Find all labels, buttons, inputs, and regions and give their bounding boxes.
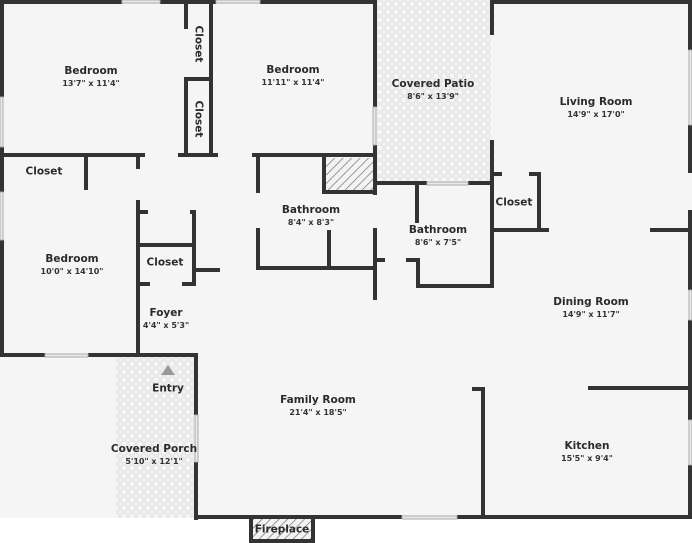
room-name: Closet: [495, 196, 533, 209]
room-name: Foyer: [149, 307, 183, 319]
room-name: Bedroom: [45, 253, 99, 265]
room-name: Living Room: [559, 96, 633, 108]
room-bedroom-3: Bedroom 10'0" x 14'10": [41, 253, 104, 277]
room-name: Fireplace: [254, 523, 310, 536]
room-bedroom-1: Bedroom 13'7" x 11'4": [62, 65, 119, 89]
room-dimensions: 5'10" x 12'1": [125, 457, 183, 466]
room-dimensions: 8'4" x 8'3": [287, 218, 335, 227]
entry-arrow-icon: [161, 365, 175, 375]
room-dimensions: 14'9" x 17'0": [567, 110, 625, 119]
room-dimensions: 14'9" x 11'7": [562, 310, 620, 319]
room-foyer: Foyer 4'4" x 5'3": [143, 307, 189, 331]
room-fireplace: Fireplace: [255, 524, 310, 537]
room-name: Covered Porch: [110, 443, 198, 455]
room-name: Entry: [152, 382, 184, 395]
room-dimensions: 13'7" x 11'4": [62, 79, 120, 88]
room-name: Closet: [192, 100, 205, 138]
room-kitchen: Kitchen 15'5" x 9'4": [561, 440, 613, 464]
room-name: Closet: [192, 25, 205, 63]
room-name: Bedroom: [266, 64, 320, 76]
room-entry: Entry: [152, 383, 184, 396]
room-living-room: Living Room 14'9" x 17'0": [560, 96, 633, 120]
room-name: Bedroom: [64, 65, 118, 77]
room-closet-5: Closet: [496, 197, 533, 210]
room-covered-porch: Covered Porch 5'10" x 12'1": [111, 443, 197, 467]
windows: [0, 0, 692, 520]
room-dining-room: Dining Room 14'9" x 11'7": [553, 296, 629, 320]
room-closet-4: Closet: [147, 257, 184, 270]
room-closet-1: Closet: [192, 26, 205, 63]
room-dimensions: 15'5" x 9'4": [561, 454, 613, 463]
floor-area: [0, 0, 692, 518]
room-name: Covered Patio: [391, 78, 475, 90]
room-dimensions: 21'4" x 18'5": [289, 408, 347, 417]
room-name: Closet: [25, 165, 63, 178]
room-bathroom-2: Bathroom 8'6" x 7'5": [409, 224, 467, 248]
room-dimensions: 10'0" x 14'10": [40, 267, 104, 276]
room-closet-2: Closet: [192, 101, 205, 138]
room-dimensions: 8'6" x 13'9": [407, 92, 459, 101]
room-dimensions: 11'11" x 11'4": [261, 78, 325, 87]
room-dimensions: 8'6" x 7'5": [414, 238, 462, 247]
shaft-hatch: [324, 158, 374, 192]
fireplace-hatch: [251, 518, 313, 543]
room-bathroom-1: Bathroom 8'4" x 8'3": [282, 204, 340, 228]
room-name: Dining Room: [553, 296, 629, 308]
room-name: Family Room: [280, 394, 356, 406]
room-covered-patio: Covered Patio 8'6" x 13'9": [392, 78, 475, 102]
patio-tile: [377, 0, 491, 182]
room-name: Kitchen: [564, 440, 610, 452]
porch-tile: [116, 355, 194, 518]
room-dimensions: 4'4" x 5'3": [142, 321, 190, 330]
room-name: Bathroom: [281, 204, 341, 216]
room-name: Bathroom: [408, 224, 468, 236]
room-bedroom-2: Bedroom 11'11" x 11'4": [262, 64, 325, 88]
room-name: Closet: [146, 256, 184, 269]
room-family-room: Family Room 21'4" x 18'5": [280, 394, 356, 418]
room-closet-3: Closet: [26, 166, 63, 179]
